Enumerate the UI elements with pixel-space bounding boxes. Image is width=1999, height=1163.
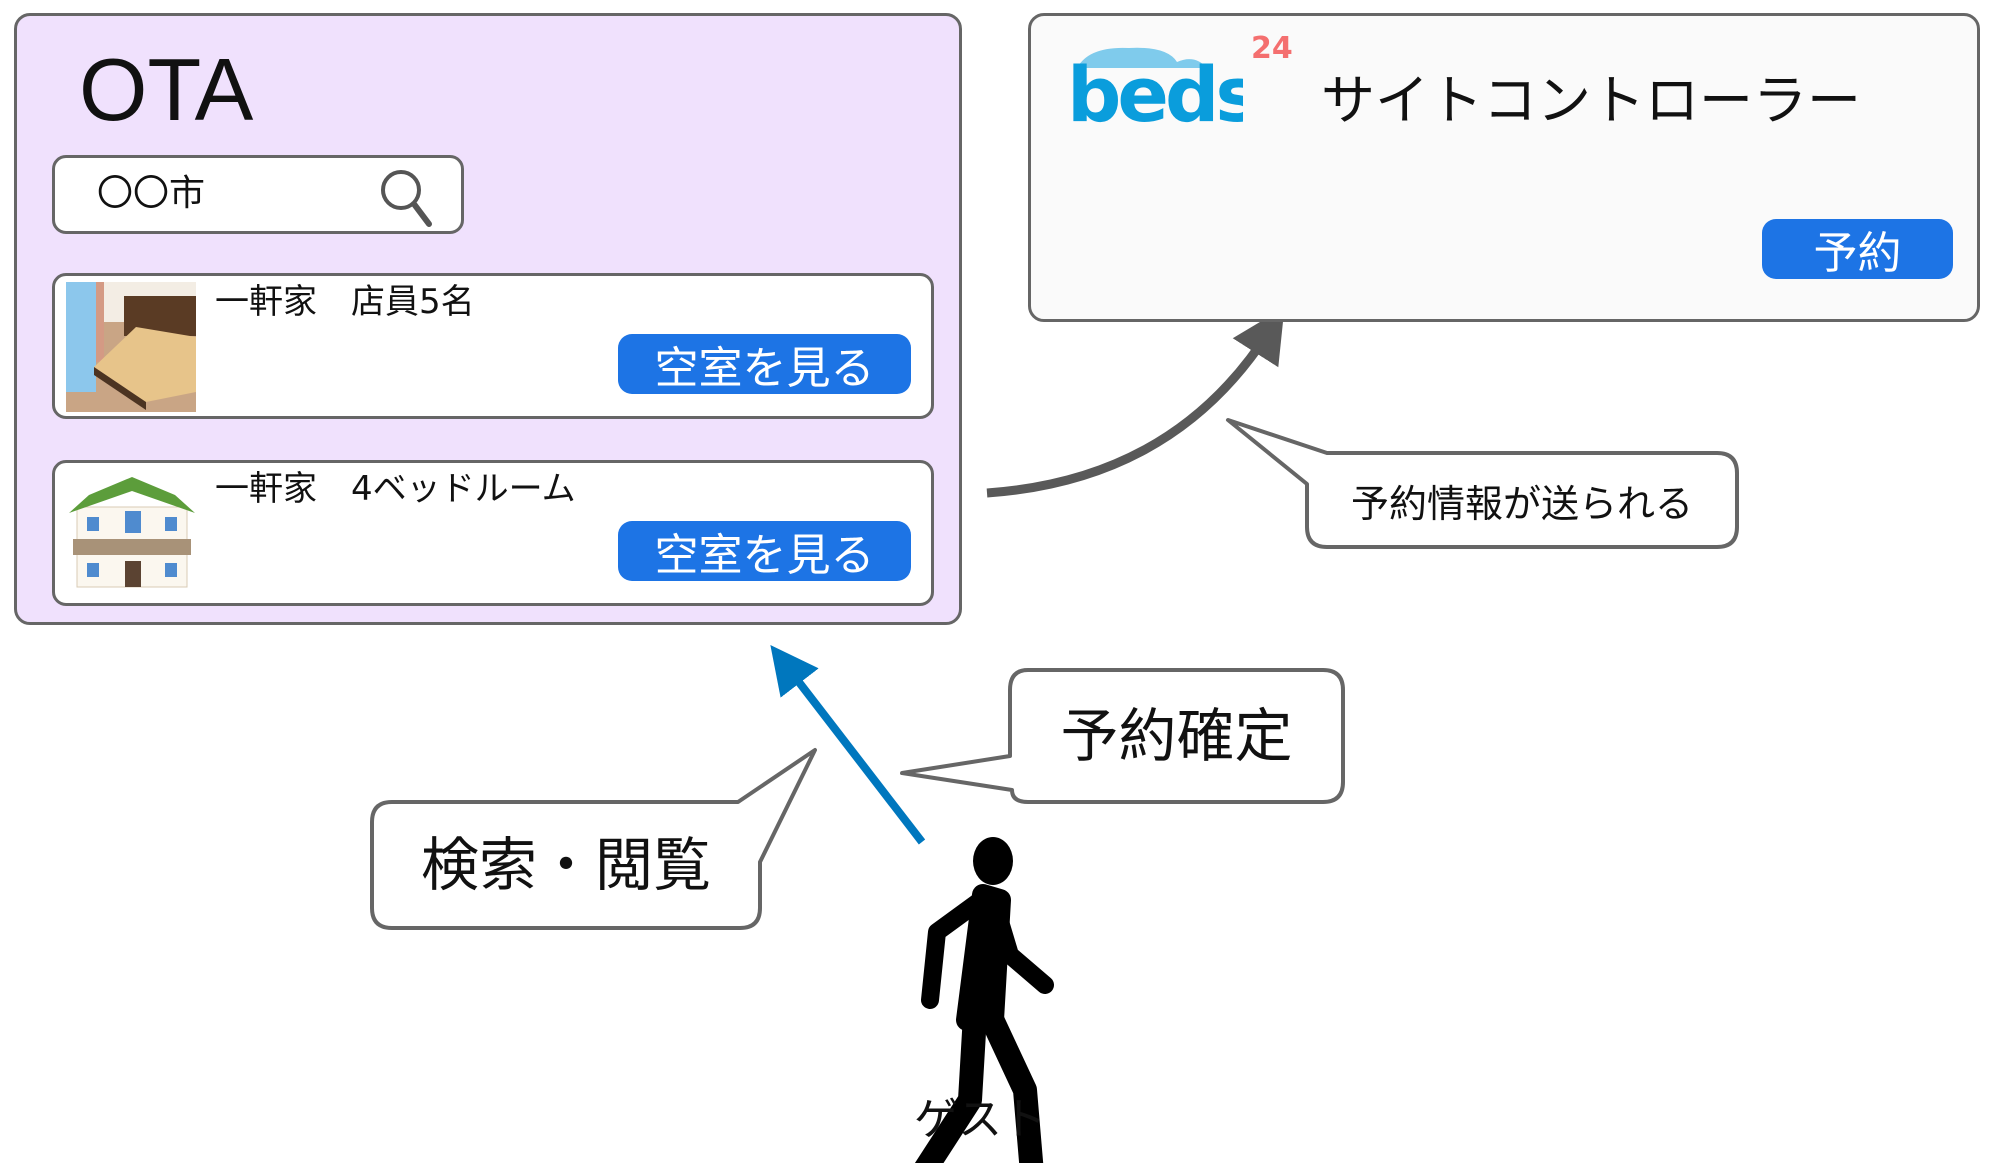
house-image bbox=[69, 477, 195, 588]
beds24-logo-text: beds bbox=[1067, 50, 1243, 139]
reserve-button[interactable]: 予約 bbox=[1762, 219, 1953, 279]
listing-title: 一軒家 4ベッドルーム bbox=[215, 469, 576, 509]
listing-card[interactable]: 一軒家 4ベッドルーム 空室を見る bbox=[52, 460, 934, 606]
site-controller-panel: beds 24 サイトコントローラー 予約 bbox=[1028, 13, 1980, 322]
callout-confirm-shape bbox=[900, 668, 1345, 804]
callout-sent-shape bbox=[1226, 418, 1739, 549]
search-value: 〇〇市 bbox=[97, 173, 206, 214]
callout-browse: 検索・閲覧 bbox=[420, 831, 711, 899]
callout-confirm: 予約確定 bbox=[1060, 702, 1293, 770]
ota-panel: OTA 〇〇市 一軒家 店員5名 空室を見る bbox=[14, 13, 962, 625]
search-input[interactable]: 〇〇市 bbox=[52, 155, 464, 234]
beds24-logo bbox=[1077, 47, 1207, 68]
site-controller-title: サイトコントローラー bbox=[1321, 69, 1861, 132]
sync-arrow bbox=[986, 307, 1285, 498]
bedroom-image bbox=[66, 282, 196, 412]
ota-title: OTA bbox=[79, 40, 254, 139]
guest-label: ゲスト bbox=[914, 1094, 1046, 1145]
beds24-logo-number: 24 bbox=[1251, 31, 1293, 66]
view-availability-button[interactable]: 空室を見る bbox=[618, 334, 911, 394]
listing-title: 一軒家 店員5名 bbox=[215, 282, 475, 322]
view-availability-button[interactable]: 空室を見る bbox=[618, 521, 911, 581]
search-icon[interactable] bbox=[377, 166, 437, 228]
walking-person-icon bbox=[914, 837, 1054, 1163]
callout-browse-shape bbox=[370, 748, 817, 930]
listing-card[interactable]: 一軒家 店員5名 空室を見る bbox=[52, 273, 934, 419]
browse-arrow bbox=[770, 644, 926, 845]
callout-sent: 予約情報が送られる bbox=[1350, 481, 1693, 526]
